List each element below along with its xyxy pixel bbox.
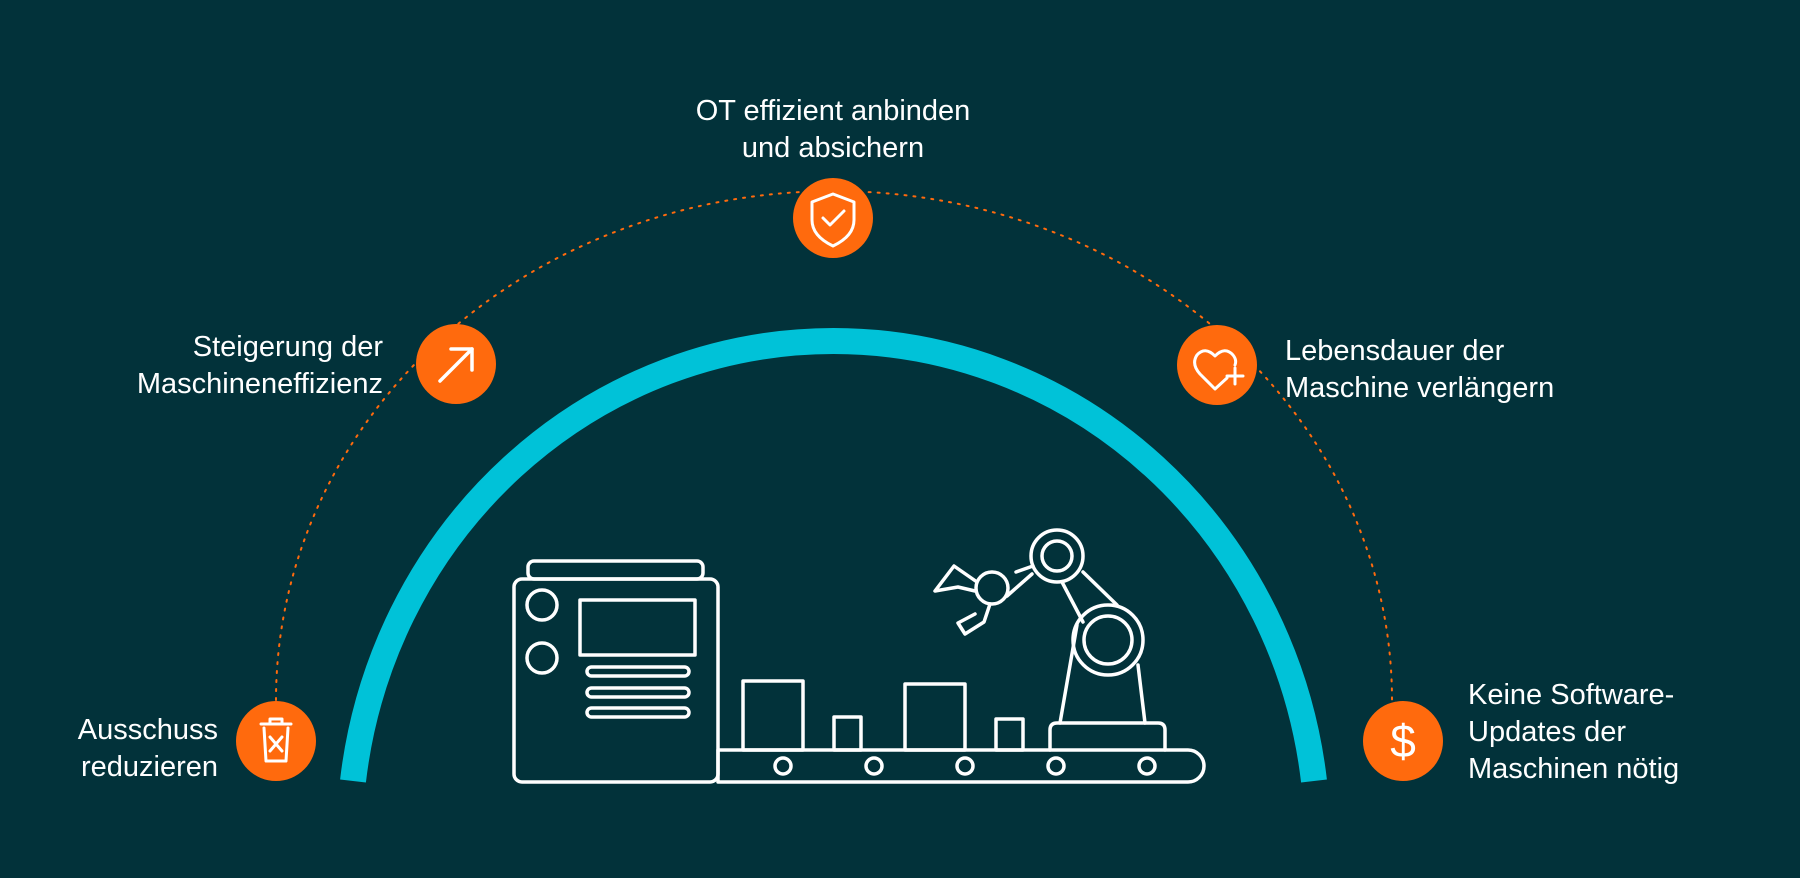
robot-arm	[933, 528, 1167, 752]
trash-icon	[236, 701, 316, 781]
arrow-up-right-icon	[416, 324, 496, 404]
control-screen	[578, 598, 697, 657]
dome-arc	[340, 328, 1327, 783]
label-line: und absichern	[741, 132, 925, 164]
label-line: OT effizient anbinden	[695, 95, 971, 127]
shield-check-icon	[793, 178, 873, 258]
benefit-label-ot: OT effizient anbinden und absichern	[583, 93, 1083, 167]
label-line: Maschine verlängern	[1285, 372, 1555, 404]
label-line: Updates der	[1468, 716, 1626, 748]
dollar-icon: $	[1363, 701, 1443, 781]
benefit-label-scrap: Ausschuss reduzieren	[78, 712, 218, 786]
label-line: Maschineneffizienz	[136, 368, 383, 400]
svg-text:$: $	[1390, 715, 1416, 767]
machine-illustration	[512, 528, 1206, 784]
benefit-label-efficiency: Steigerung der Maschineneffizienz	[137, 329, 383, 403]
control-knob	[525, 588, 559, 622]
conveyor-belt	[716, 748, 1206, 784]
label-line: Maschinen nötig	[1468, 753, 1680, 785]
benefit-label-lifetime: Lebensdauer der Maschine verlängern	[1285, 333, 1554, 407]
control-cabinet	[512, 559, 720, 784]
conveyor-boxes	[741, 679, 1025, 752]
dotted-orbit	[275, 190, 1393, 701]
label-line: Keine Software-	[1468, 679, 1675, 711]
label-line: Ausschuss	[77, 714, 218, 746]
heart-plus-icon	[1177, 325, 1257, 405]
label-line: reduzieren	[80, 751, 218, 783]
control-knob	[525, 641, 559, 675]
benefit-label-updates: Keine Software- Updates der Maschinen nö…	[1468, 677, 1679, 788]
label-line: Lebensdauer der	[1285, 335, 1505, 367]
label-line: Steigerung der	[192, 331, 383, 363]
